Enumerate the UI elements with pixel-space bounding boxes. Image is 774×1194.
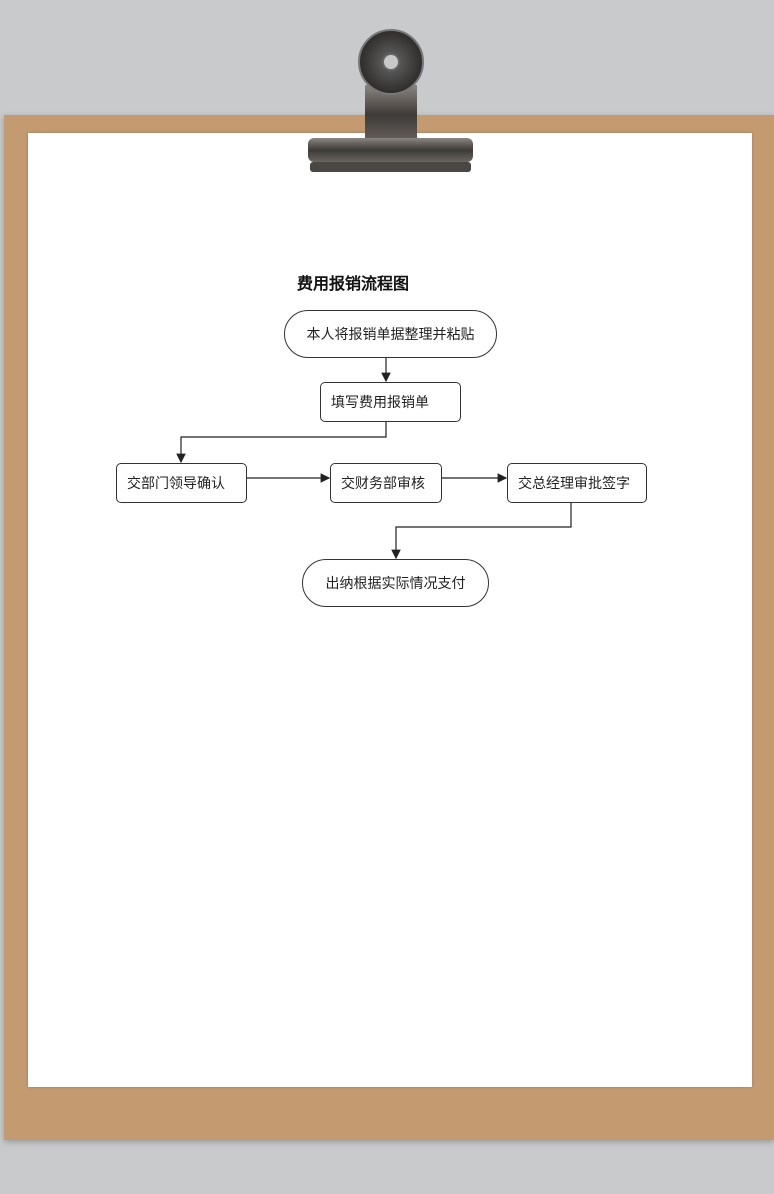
node-pay: 出纳根据实际情况支付 <box>302 559 489 607</box>
node-finance: 交财务部审核 <box>330 463 442 503</box>
node-fill: 填写费用报销单 <box>320 382 461 422</box>
edge-fill-dept <box>176 421 387 464</box>
paper-sheet <box>28 133 752 1087</box>
diagram-title: 费用报销流程图 <box>297 274 410 293</box>
binder-clip-icon <box>308 29 473 172</box>
node-dept: 交部门领导确认 <box>116 463 247 503</box>
edge-gm-pay <box>391 502 572 560</box>
node-start: 本人将报销单据整理并粘贴 <box>284 310 497 358</box>
node-gm: 交总经理审批签字 <box>507 463 647 503</box>
